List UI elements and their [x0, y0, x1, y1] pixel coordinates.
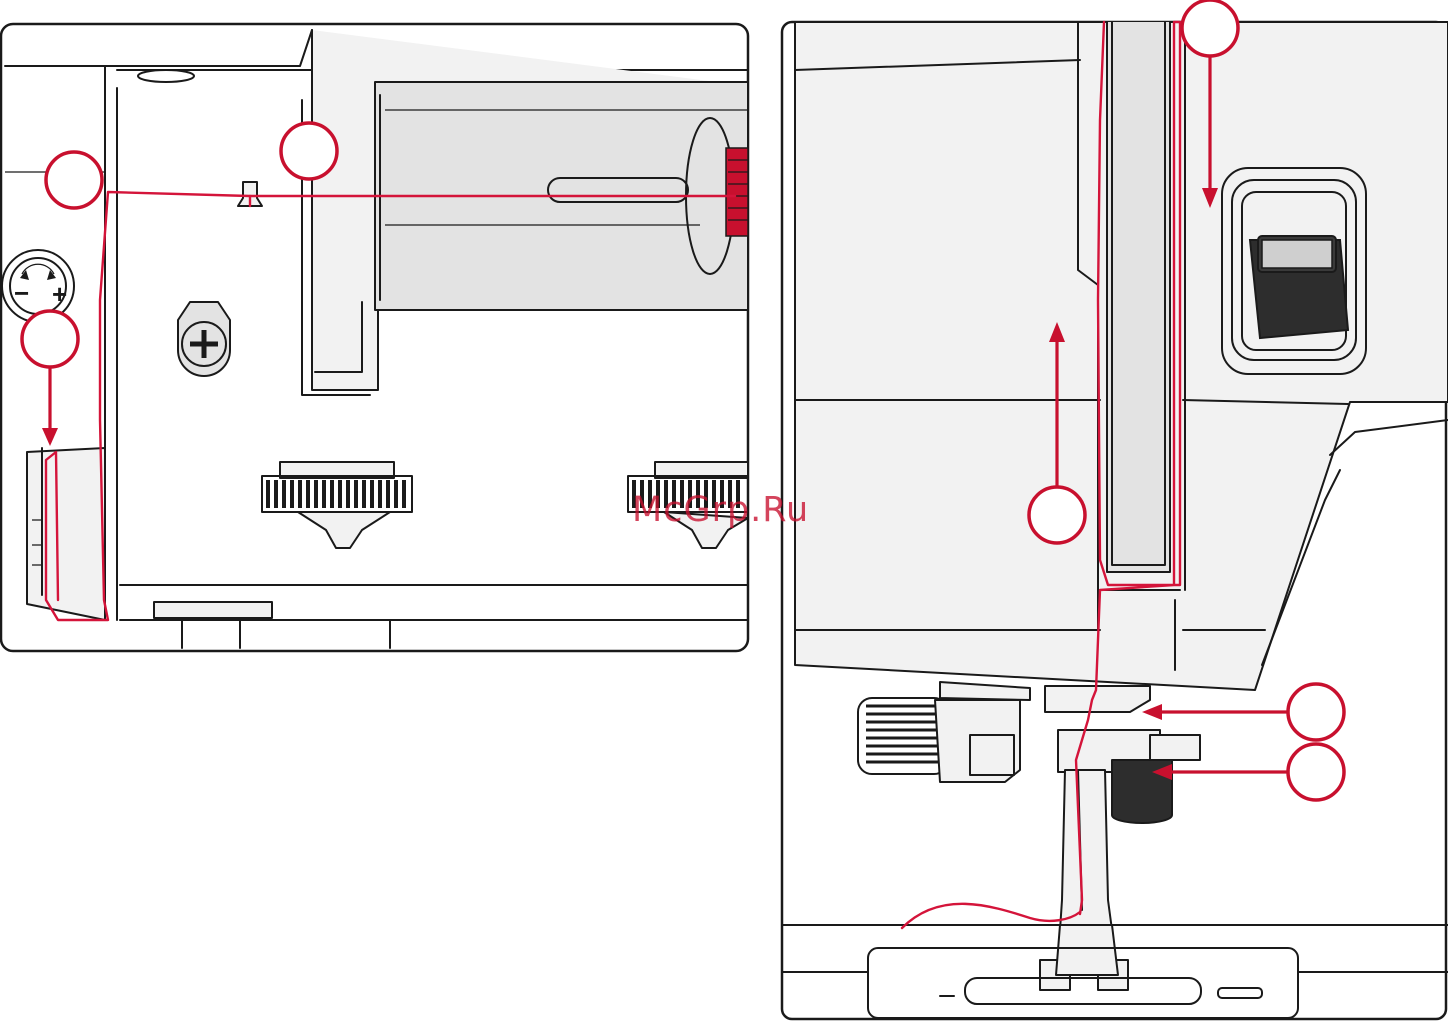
left-panel: − + [1, 24, 748, 651]
screw-icon [178, 302, 230, 376]
marker-right-mid [1029, 487, 1085, 543]
presser-foot-assembly [858, 682, 1200, 990]
marker-right-needle [1288, 744, 1344, 800]
spool-holder [302, 30, 748, 395]
marker-right-guide [1288, 684, 1344, 740]
take-up-slot [27, 448, 105, 620]
marker-left-1 [46, 152, 102, 208]
thread-spool [726, 148, 748, 236]
marker-left-3 [22, 311, 78, 367]
right-panel [782, 22, 1448, 1019]
dial-plus-label: + [52, 279, 67, 309]
marker-left-2 [281, 123, 337, 179]
dial-minus-label: − [14, 278, 29, 308]
left-knob [262, 462, 412, 548]
watermark-text: McGrp.Ru [632, 490, 809, 530]
marker-right-top [1182, 0, 1238, 56]
